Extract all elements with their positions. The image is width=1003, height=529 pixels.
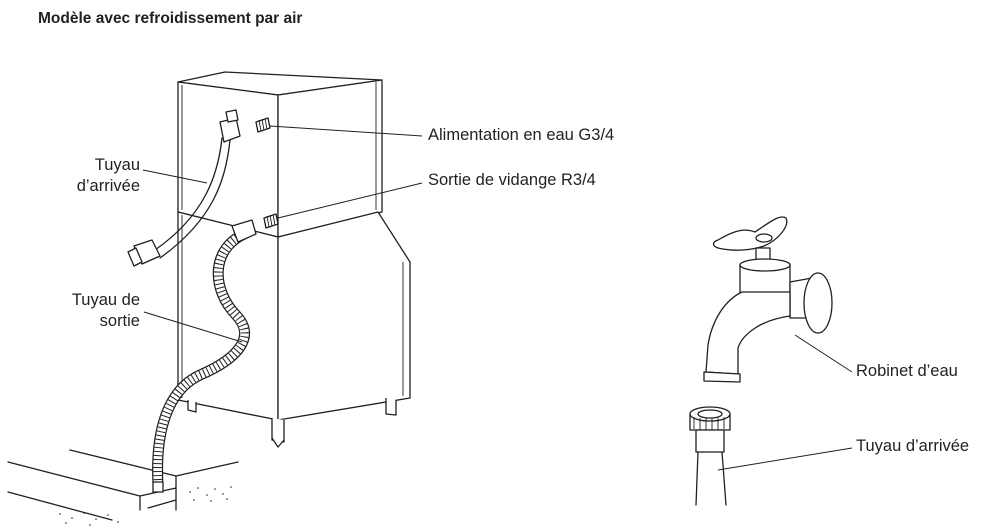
drain-outlet-fitting <box>263 213 279 229</box>
inlet-hose-left-label: Tuyau d’arrivée <box>50 155 140 197</box>
drain-outlet-label: Sortie de vidange R3/4 <box>428 171 596 189</box>
floor-drain <box>7 449 239 526</box>
water-tap <box>703 216 833 383</box>
outlet-hose-label-line2: sortie <box>99 312 140 330</box>
inlet-hose-right <box>689 406 731 506</box>
outlet-hose-label: Tuyau de sortie <box>30 290 140 332</box>
ice-machine <box>177 71 411 448</box>
outlet-hose <box>152 219 257 493</box>
water-tap-label: Robinet d’eau <box>856 362 958 380</box>
leader-lines <box>142 125 853 471</box>
outlet-hose-label-line1: Tuyau de <box>71 291 140 309</box>
inlet-hose-left-label-line1: Tuyau <box>94 156 140 174</box>
inlet-hose-left <box>127 109 241 267</box>
inlet-hose-left-label-line2: d’arrivée <box>76 177 140 195</box>
figure-title: Modèle avec refroidissement par air <box>38 10 303 27</box>
water-supply-fitting <box>255 117 271 133</box>
water-supply-label: Alimentation en eau G3/4 <box>428 126 615 144</box>
inlet-hose-right-label: Tuyau d’arrivée <box>856 437 970 455</box>
